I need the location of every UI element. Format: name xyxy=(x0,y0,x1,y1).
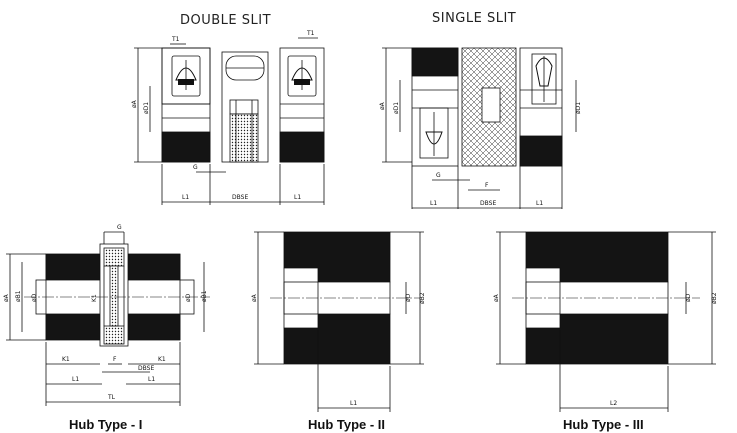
dim-f-single: F xyxy=(485,182,489,189)
dim-k1-hub1-left: K1 xyxy=(62,356,70,363)
dim-g-double: G xyxy=(193,164,198,171)
dim-b2-hub2: øB2 xyxy=(419,292,426,304)
dim-b1-hub1-right: øB1 xyxy=(201,290,208,302)
hub-type-1-drawing: øA øB1 øD øD øB1 K1 G K1 F K1 DBSE L1 L1… xyxy=(3,224,210,406)
double-slit-drawing: T1 T1 øA øD1 G L1 DBSE L1 xyxy=(131,30,325,205)
dim-t1-left: T1 xyxy=(171,36,180,43)
double-slit-title: DOUBLE SLIT xyxy=(180,13,271,28)
single-slit-title: SINGLE SLIT xyxy=(432,11,516,26)
dim-l1-double-left: L1 xyxy=(182,194,189,201)
dim-b1-hub1-left: øB1 xyxy=(15,290,22,302)
dim-dbse-double: DBSE xyxy=(232,194,248,201)
hub-type-3-drawing: øA øD øB2 L2 xyxy=(493,231,718,412)
dim-l1-hub1-right: L1 xyxy=(148,376,155,383)
hub-type-3-caption: Hub Type - III xyxy=(563,417,644,432)
dim-l1-hub2: L1 xyxy=(350,400,357,407)
dim-d-hub3: øD xyxy=(685,293,692,302)
dim-k1-hub1-right: K1 xyxy=(158,356,166,363)
dim-a-hub2: øA xyxy=(251,293,258,302)
dim-l1-hub1-left: L1 xyxy=(72,376,79,383)
single-slit-drawing: øA øD1 øD1 G F L1 DBSE L1 xyxy=(379,47,582,209)
dim-b2-hub3: øB2 xyxy=(711,292,718,304)
dim-tl-hub1: TL xyxy=(107,394,116,401)
dim-l1-single-left: L1 xyxy=(430,200,437,207)
dim-a-double: øA xyxy=(131,99,138,108)
dim-a-hub1: øA xyxy=(3,293,10,302)
dim-l2-hub3: L2 xyxy=(610,400,617,407)
dim-t1-right: T1 xyxy=(306,30,315,37)
dim-a-single: øA xyxy=(379,101,386,110)
dim-g-hub1: G xyxy=(117,224,122,231)
dim-dbse-single: DBSE xyxy=(480,200,496,207)
hub-type-2-caption: Hub Type - II xyxy=(308,417,385,432)
hub-type-2-drawing: øA øD øB2 L1 xyxy=(251,231,426,412)
dim-f-hub1: F xyxy=(113,356,117,363)
hub-type-1-caption: Hub Type - I xyxy=(69,417,142,432)
dim-dbse-hub1: DBSE xyxy=(138,365,154,372)
dim-k-hub1: K1 xyxy=(91,294,98,302)
dim-d1-single-left: øD1 xyxy=(393,102,400,114)
dim-d1-single-right: øD1 xyxy=(575,102,582,114)
dim-a-hub3: øA xyxy=(493,293,500,302)
dim-d-hub1-left: øD xyxy=(31,293,38,302)
dim-d-hub1-right: øD xyxy=(185,293,192,302)
dim-g-single: G xyxy=(436,172,441,179)
dim-l1-single-right: L1 xyxy=(536,200,543,207)
dim-d-hub2: øD xyxy=(405,293,412,302)
dim-d1-double: øD1 xyxy=(143,102,150,114)
dim-l1-double-right: L1 xyxy=(294,194,301,201)
